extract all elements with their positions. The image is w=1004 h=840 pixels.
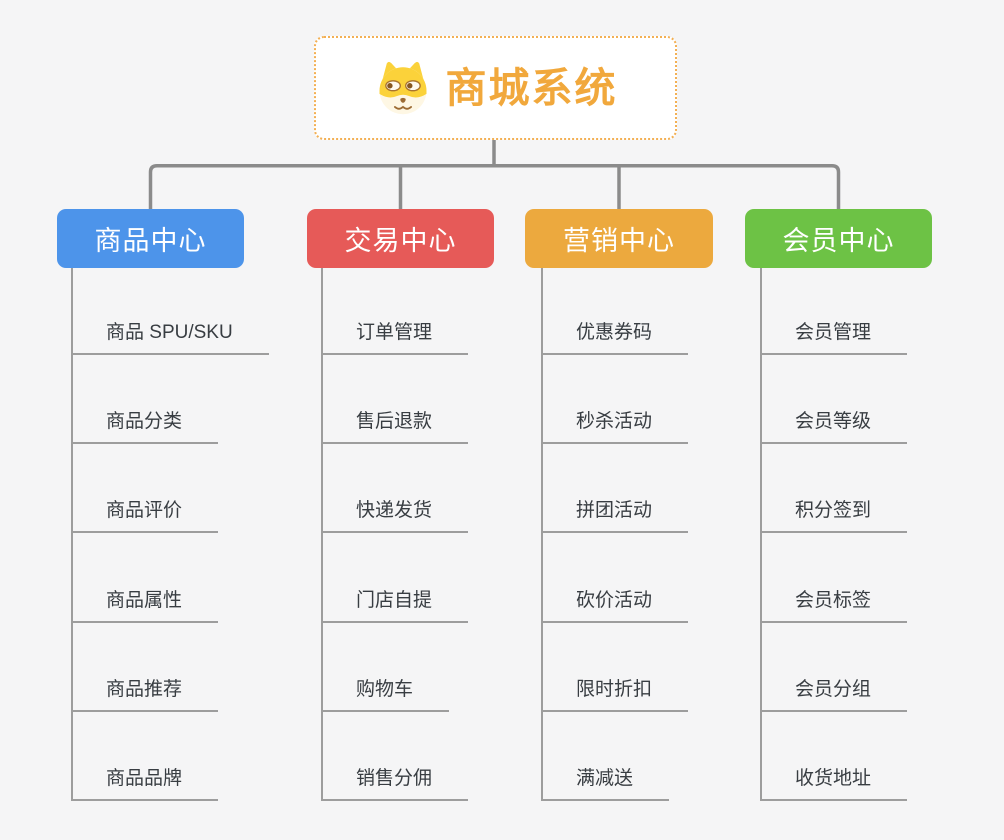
branch-node-trade-center[interactable]: 交易中心 <box>307 209 494 268</box>
topic-item[interactable]: 销售分佣 <box>323 768 469 801</box>
topic-item[interactable]: 商品品牌 <box>73 768 219 801</box>
trade-center-children: 订单管理 售后退款 快递发货 门店自提 购物车 销售分佣 <box>321 268 563 801</box>
topic-item[interactable]: 满减送 <box>543 768 670 801</box>
topic-item[interactable]: 商品属性 <box>73 590 219 623</box>
topic-item[interactable]: 购物车 <box>323 679 450 712</box>
topic-item[interactable]: 会员管理 <box>762 322 908 355</box>
product-center-children: 商品 SPU/SKU 商品分类 商品评价 商品属性 商品推荐 商品品牌 <box>71 268 313 801</box>
topic-item[interactable]: 商品分类 <box>73 411 219 444</box>
branch-node-member-center[interactable]: 会员中心 <box>745 209 932 268</box>
branch-node-marketing-center[interactable]: 营销中心 <box>525 209 713 268</box>
root-title: 商城系统 <box>445 64 618 111</box>
topic-item[interactable]: 砍价活动 <box>543 590 689 623</box>
branch-label: 交易中心 <box>344 226 457 256</box>
topic-item[interactable]: 商品 SPU/SKU <box>73 322 269 355</box>
branch-label: 会员中心 <box>782 226 895 256</box>
root-node-mall-system[interactable]: 商城系统 <box>314 36 677 140</box>
topic-item[interactable]: 拼团活动 <box>543 500 689 533</box>
topic-item[interactable]: 售后退款 <box>323 411 469 444</box>
topic-item[interactable]: 优惠券码 <box>543 322 689 355</box>
topic-item[interactable]: 商品推荐 <box>73 679 219 712</box>
topic-item[interactable]: 商品评价 <box>73 500 219 533</box>
topic-item[interactable]: 积分签到 <box>762 500 908 533</box>
topic-item[interactable]: 收货地址 <box>762 768 908 801</box>
topic-item[interactable]: 快递发货 <box>323 500 469 533</box>
topic-item[interactable]: 会员分组 <box>762 679 908 712</box>
branch-label: 营销中心 <box>563 226 675 256</box>
topic-item[interactable]: 会员等级 <box>762 411 908 444</box>
topic-item[interactable]: 门店自提 <box>323 590 469 623</box>
topic-item[interactable]: 会员标签 <box>762 590 908 623</box>
topic-item[interactable]: 秒杀活动 <box>543 411 689 444</box>
marketing-center-children: 优惠券码 秒杀活动 拼团活动 砍价活动 限时折扣 满减送 <box>541 268 783 801</box>
topic-item[interactable]: 限时折扣 <box>543 679 689 712</box>
branch-node-product-center[interactable]: 商品中心 <box>57 209 244 268</box>
topic-item[interactable]: 订单管理 <box>323 322 469 355</box>
member-center-children: 会员管理 会员等级 积分签到 会员标签 会员分组 收货地址 <box>760 268 1002 801</box>
dog-face-icon <box>379 61 426 115</box>
branch-label: 商品中心 <box>94 226 207 256</box>
